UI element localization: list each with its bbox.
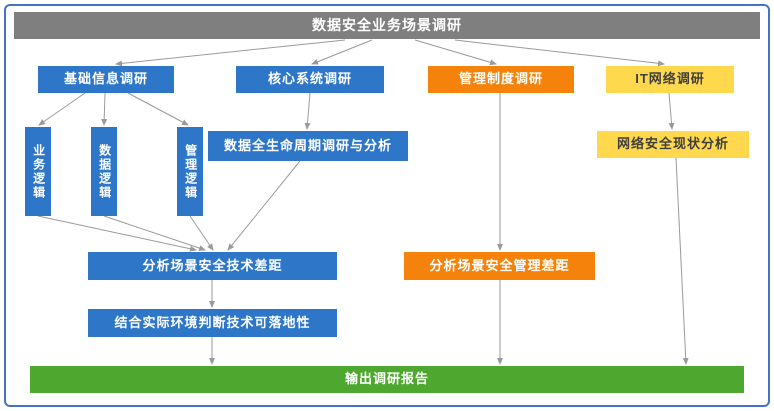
node-core-system: 核心系统调研 <box>236 66 384 93</box>
diagram-title-bar: 数据安全业务场景调研 <box>14 12 760 39</box>
node-mgmt-system: 管理制度调研 <box>428 66 574 93</box>
arrow-title-basic-info <box>115 39 346 67</box>
node-data-logic: 数据逻辑 <box>91 127 117 216</box>
arrow-basic-data-logic <box>101 92 108 126</box>
arrow-it-network-status <box>668 92 675 130</box>
node-basic-info: 基础信息调研 <box>38 66 174 93</box>
arrow-lifecycle-tech-gap <box>227 160 301 251</box>
arrow-title-it-network <box>454 39 665 67</box>
arrow-data-logic-tech-gap <box>103 215 206 251</box>
node-mgmt-gap: 分析场景安全管理差距 <box>404 252 595 280</box>
node-business-logic: 业务逻辑 <box>25 127 51 216</box>
arrow-basic-business-logic <box>38 92 86 126</box>
arrow-core-lifecycle <box>304 92 311 130</box>
arrow-mgmt-logic-tech-gap <box>189 215 214 251</box>
arrow-business-logic-tech-gap <box>37 215 197 252</box>
node-it-network: IT网络调研 <box>606 66 734 93</box>
node-feasibility: 结合实际环境判断技术可落地性 <box>88 309 337 337</box>
arrow-title-core-system <box>311 39 373 65</box>
arrow-network-status-report <box>675 157 689 365</box>
outer-border <box>4 4 770 407</box>
node-network-status: 网络安全现状分析 <box>597 131 749 158</box>
node-lifecycle: 数据全生命周期调研与分析 <box>208 131 408 161</box>
arrow-basic-mgmt-logic <box>127 92 189 126</box>
node-report: 输出调研报告 <box>30 366 744 393</box>
node-mgmt-logic: 管理逻辑 <box>177 127 203 216</box>
node-tech-gap: 分析场景安全技术差距 <box>88 252 337 280</box>
arrow-title-mgmt-system <box>414 39 497 66</box>
